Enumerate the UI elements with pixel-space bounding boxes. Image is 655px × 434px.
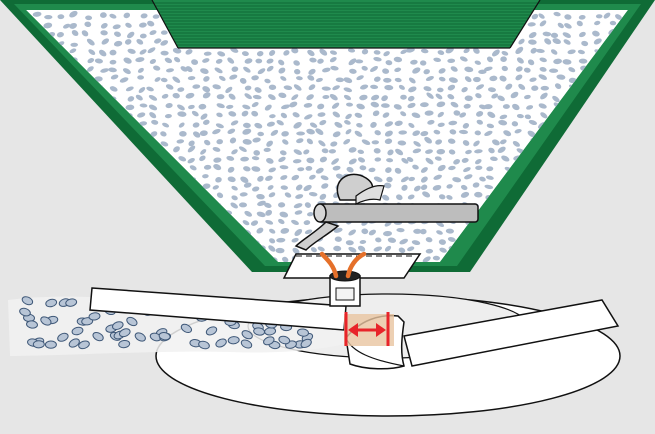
granule (137, 75, 144, 79)
granule (541, 86, 549, 91)
granule (400, 95, 407, 100)
granule (296, 132, 305, 136)
stream-granule (228, 336, 240, 344)
stream-granule (45, 341, 56, 348)
granule (473, 77, 481, 82)
granule (44, 15, 52, 19)
stream-granule (33, 341, 44, 349)
hopper-rim (152, 0, 540, 48)
